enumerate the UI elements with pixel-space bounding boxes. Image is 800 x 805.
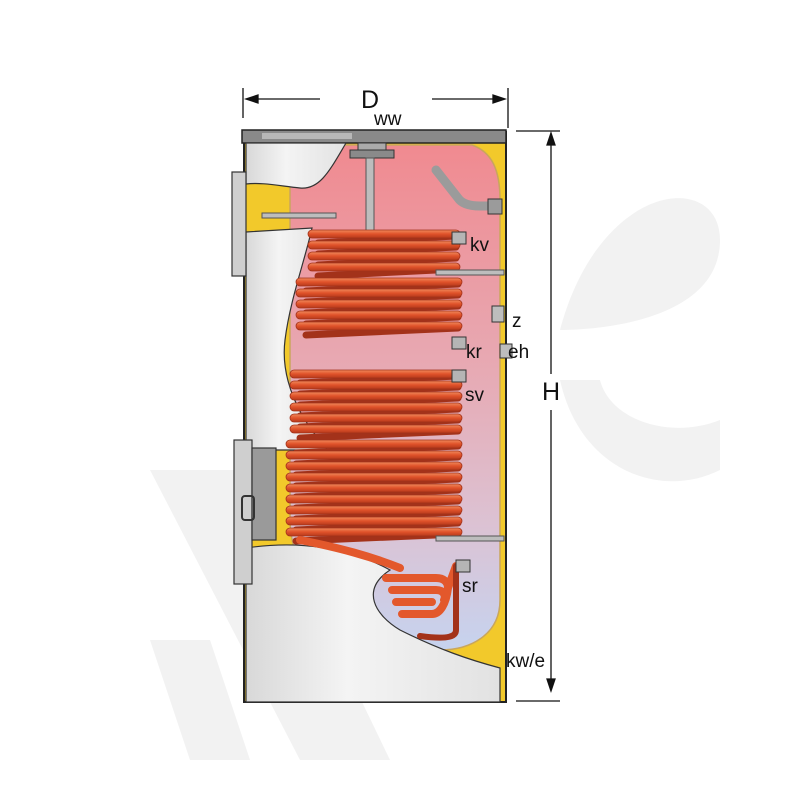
upper-coil-turn-0 — [295, 277, 463, 287]
lower-coil-turn-1 — [285, 450, 463, 460]
label-sr: sr — [462, 576, 479, 597]
h-arrowhead-top — [546, 130, 556, 146]
top-fittings — [261, 142, 503, 239]
d-arrowhead-left — [243, 94, 259, 104]
label-eh: eh — [508, 342, 529, 363]
top-cover-highlight — [262, 133, 352, 139]
dimension-d-label: D — [361, 86, 379, 114]
lower-coil-turn-7 — [285, 516, 463, 526]
upper-coil-turn-2 — [307, 251, 461, 261]
label-kr: kr — [466, 342, 483, 363]
sensor-tubes — [435, 269, 513, 542]
side-flange-upper — [231, 171, 247, 277]
upper-coil-turn-1 — [307, 240, 461, 250]
upper-coil — [295, 229, 463, 339]
nozzle-sv — [451, 369, 467, 383]
lower-coil-turn-1 — [289, 380, 463, 390]
dimension-h-label: H — [542, 378, 560, 406]
sensor-tube-upper — [261, 212, 337, 219]
lower-coil-turn-2 — [285, 461, 463, 471]
casing-cutaway — [231, 142, 501, 703]
lower-coil-turn-3 — [289, 402, 463, 412]
nozzle-kr — [451, 336, 467, 350]
flange-plate — [251, 447, 277, 541]
lower-coil-turn-2 — [289, 391, 463, 401]
electric-heater-port — [499, 343, 513, 359]
lower-coil-turn-4 — [289, 413, 463, 423]
lower-coil-turn-5 — [285, 494, 463, 504]
upper-coil-turn-3 — [307, 262, 461, 272]
circulation-pipe — [431, 165, 501, 211]
bottom-coil — [296, 536, 460, 641]
d-arrowhead-right — [492, 94, 508, 104]
label-z: z — [512, 311, 522, 332]
dimension-lines — [242, 88, 560, 702]
lower-coil-turn-0 — [289, 369, 463, 379]
nozzle-sr — [455, 559, 471, 573]
lower-coil-turn-6 — [285, 505, 463, 515]
bottom-coil-return — [417, 563, 459, 641]
nozzle-kv — [451, 231, 467, 245]
lower-coil-turn-0 — [285, 439, 463, 449]
label-kv: kv — [470, 235, 490, 256]
anode-rod — [365, 157, 375, 239]
lower-coil — [285, 369, 463, 545]
label-sv: sv — [465, 385, 485, 406]
lower-coil-turn-5 — [289, 424, 463, 434]
upper-coil-turn-0 — [307, 229, 461, 239]
lower-coil-turn-4 — [285, 483, 463, 493]
flange-handle — [241, 495, 255, 521]
sensor-tube-1 — [435, 269, 505, 276]
upper-coil-turn-4 — [295, 321, 463, 331]
lower-coil-turn-3 — [285, 472, 463, 482]
bottom-coil-path — [296, 536, 460, 618]
casing-upper — [245, 142, 348, 189]
upper-coil-turn-2 — [295, 299, 463, 309]
sensor-tube-2 — [435, 535, 505, 542]
circulation-port-z — [491, 305, 505, 323]
upper-coil-turn-3 — [295, 310, 463, 320]
label-kw-e: kw/e — [506, 651, 545, 672]
labels: D H ww kv z kr eh sv sr kw/e — [361, 86, 560, 672]
hot-water-nipple — [349, 149, 395, 159]
label-ww: ww — [373, 109, 402, 130]
lower-coil-turn-8 — [285, 527, 463, 537]
circulation-fitting — [487, 198, 503, 215]
upper-coil-turn-1 — [295, 288, 463, 298]
h-arrowhead-bottom — [546, 678, 556, 694]
